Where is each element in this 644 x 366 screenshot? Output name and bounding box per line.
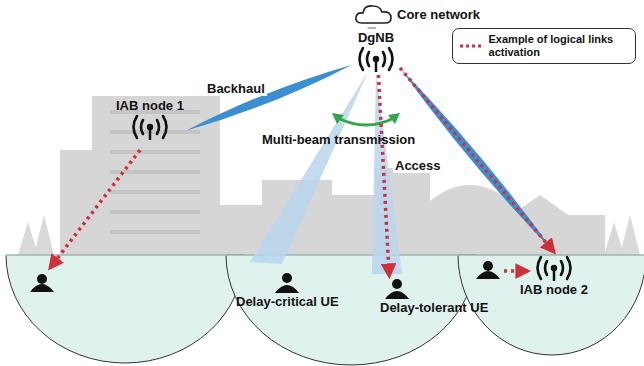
network-node: Delay-critical UE <box>234 270 341 311</box>
node-label: Core network <box>397 7 480 22</box>
antenna-icon <box>354 45 398 73</box>
link-line <box>368 27 376 28</box>
legend-text: Example of logical links activation <box>489 33 629 59</box>
backhaul-band <box>186 65 352 131</box>
user-equipment <box>30 261 500 292</box>
building-windows <box>110 110 200 234</box>
coverage-areas <box>6 255 644 365</box>
multi-beam-arrow <box>332 113 400 125</box>
network-node: Delay-tolerant UE <box>378 276 490 317</box>
network-node: DgNB <box>352 28 400 75</box>
node-label: IAB node 2 <box>520 282 588 297</box>
antenna-icon <box>128 113 172 141</box>
link-connector <box>378 75 389 276</box>
node-label: Delay-critical UE <box>236 294 339 309</box>
beams <box>250 72 402 274</box>
antenna-icon <box>532 254 576 282</box>
node-label: DgNB <box>358 30 394 45</box>
access-link <box>50 150 528 271</box>
ground-line <box>0 255 644 256</box>
person-icon <box>384 278 410 300</box>
link-connector <box>368 28 376 29</box>
link-label: Backhaul <box>205 81 267 96</box>
link-connector <box>186 65 352 131</box>
network-node: Core network <box>352 0 482 28</box>
link-line <box>378 75 389 276</box>
cloud-icon <box>354 2 394 26</box>
legend-line-sample <box>459 42 483 50</box>
link-line <box>186 65 352 131</box>
link-label: Access <box>393 158 443 173</box>
node-label: IAB node 1 <box>116 98 184 113</box>
person-icon <box>274 272 300 294</box>
annotation-label: Multi-beam transmission <box>262 132 415 147</box>
network-node: IAB node 2 <box>518 252 590 299</box>
network-node: IAB node 1 <box>114 96 186 143</box>
buildings <box>60 96 605 255</box>
node-label: Delay-tolerant UE <box>380 300 488 315</box>
legend-box: Example of logical links activation <box>452 28 636 64</box>
